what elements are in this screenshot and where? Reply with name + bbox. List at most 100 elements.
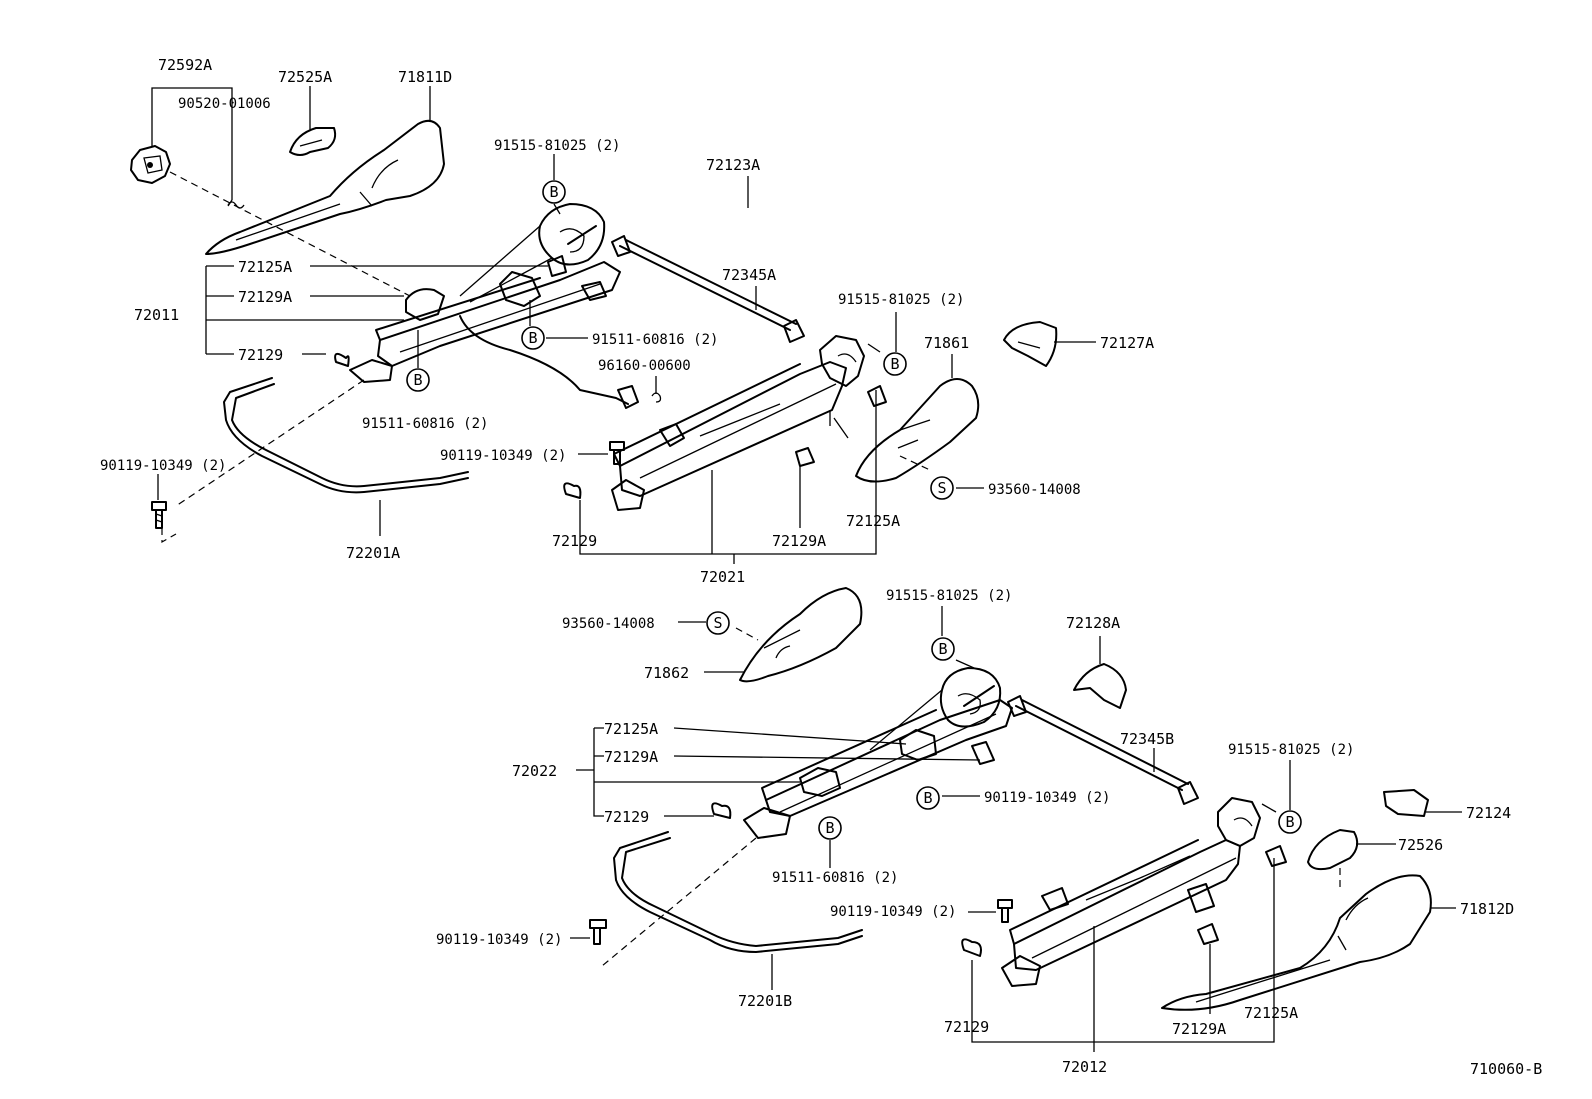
label-72012: 72012	[1062, 1058, 1107, 1076]
seat-track-72022	[743, 667, 1013, 839]
bolt-symbol	[818, 816, 842, 840]
label-72022: 72022	[512, 762, 557, 780]
clip-72125A	[867, 385, 887, 407]
bolt-symbol	[931, 637, 955, 661]
label-72123A: 72123A	[706, 156, 760, 174]
bolt-symbol-text: B	[938, 640, 947, 658]
clip-72129A-b	[1197, 923, 1219, 945]
label-91511-60816-c: 91511-60816 (2)	[772, 870, 898, 886]
label-90119-10349-d: 90119-10349 (2)	[830, 904, 956, 920]
seat-track-72012	[1001, 797, 1261, 987]
cover-71862	[739, 587, 863, 683]
bolt-symbol-text: B	[1285, 813, 1294, 831]
label-72129A-a: 72129A	[238, 288, 292, 306]
label-72345B: 72345B	[1120, 730, 1174, 748]
label-91515-81025-a: 91515-81025 (2)	[494, 138, 620, 154]
clip-72125A-b	[1265, 845, 1287, 867]
bolt-symbol	[542, 180, 566, 204]
clip-72129A	[795, 447, 815, 467]
label-91515-81025-c: 91515-81025 (2)	[886, 588, 1012, 604]
bolt-90119-b	[609, 441, 625, 465]
label-71861: 71861	[924, 334, 969, 352]
label-72125A-a: 72125A	[238, 258, 292, 276]
label-72128A: 72128A	[1066, 614, 1120, 632]
label-72201B: 72201B	[738, 992, 792, 1010]
screw-symbol-text: S	[937, 479, 946, 497]
label-71811D: 71811D	[398, 68, 452, 86]
clip-72129	[334, 352, 350, 367]
label-72129A-c: 72129A	[604, 748, 658, 766]
label-72125A-c: 72125A	[604, 720, 658, 738]
bolt-symbol-text: B	[923, 789, 932, 807]
label-90119-10349-a: 90119-10349 (2)	[440, 448, 566, 464]
screw-symbol	[706, 611, 730, 635]
label-72526: 72526	[1398, 836, 1443, 854]
label-72129-b: 72129	[552, 532, 597, 550]
label-72592A: 72592A	[158, 56, 212, 74]
part-labels: 72592A 90520-01006 72525A 71811D 91515-8…	[100, 56, 1542, 1078]
leader-lines	[151, 86, 1462, 1052]
label-91511-60816-b: 91511-60816 (2)	[362, 416, 488, 432]
cover-72127A	[1003, 321, 1058, 367]
cover-72525A	[289, 127, 337, 156]
knob-72592A	[130, 145, 171, 184]
label-72125A-b: 72125A	[846, 512, 900, 530]
diagram-code: 710060-B	[1470, 1060, 1542, 1078]
bolt-symbol-text: B	[890, 355, 899, 373]
bolt-symbol-text: B	[549, 183, 558, 201]
wire-96160	[459, 315, 629, 405]
rod-72345A	[611, 235, 805, 343]
cover-72124	[1383, 789, 1429, 817]
clip-72129-c	[711, 802, 732, 819]
label-93560-14008-a: 93560-14008	[988, 482, 1081, 498]
label-72011: 72011	[134, 306, 179, 324]
cover-72128A	[1073, 663, 1127, 709]
label-72021: 72021	[700, 568, 745, 586]
label-91511-60816-a: 91511-60816 (2)	[592, 332, 718, 348]
clip-72129-b	[563, 482, 582, 499]
bolt-symbol	[916, 786, 940, 810]
handle-72201A	[223, 377, 469, 494]
bolt-symbol-text: B	[825, 819, 834, 837]
label-72127A: 72127A	[1100, 334, 1154, 352]
label-71862: 71862	[644, 664, 689, 682]
label-72129-d: 72129	[944, 1018, 989, 1036]
seat-track-72021	[611, 335, 865, 511]
label-90119-10349-b: 90119-10349 (2)	[100, 458, 226, 474]
label-72129-a: 72129	[238, 346, 283, 364]
label-90520-01006: 90520-01006	[178, 96, 271, 112]
cover-72526	[1307, 829, 1359, 871]
label-72124: 72124	[1466, 804, 1511, 822]
label-90119-10349-c: 90119-10349 (2)	[984, 790, 1110, 806]
label-72201A: 72201A	[346, 544, 400, 562]
handle-72201B	[613, 831, 863, 953]
symbol-circles: B B B B S S B B B B	[406, 180, 1302, 840]
bolt-90119	[151, 501, 167, 529]
label-91515-81025-b: 91515-81025 (2)	[838, 292, 964, 308]
cover-71861	[855, 378, 980, 483]
label-72525A: 72525A	[278, 68, 332, 86]
label-90119-10349-e: 90119-10349 (2)	[436, 932, 562, 948]
label-91515-81025-d: 91515-81025 (2)	[1228, 742, 1354, 758]
bolt-symbol-text: B	[528, 329, 537, 347]
label-93560-14008-b: 93560-14008	[562, 616, 655, 632]
seat-track-72011	[349, 203, 621, 383]
bolt-symbol-text: B	[413, 371, 422, 389]
label-72345A: 72345A	[722, 266, 776, 284]
label-72129A-d: 72129A	[1172, 1020, 1226, 1038]
bolt-90119-c	[589, 919, 607, 945]
bolt-symbol	[1278, 810, 1302, 834]
label-71812D: 71812D	[1460, 900, 1514, 918]
rod-72345B	[1007, 695, 1199, 805]
cover-71812D	[1161, 874, 1432, 1011]
clip-72129-d	[961, 938, 982, 957]
bolt-symbol	[521, 326, 545, 350]
label-96160-00600: 96160-00600	[598, 358, 691, 374]
label-72129A-b: 72129A	[772, 532, 826, 550]
cover-71811D	[205, 119, 445, 255]
screw-symbol	[930, 476, 954, 500]
bolt-90119-d	[997, 899, 1013, 923]
label-72125A-d: 72125A	[1244, 1004, 1298, 1022]
bolt-symbol	[406, 368, 430, 392]
